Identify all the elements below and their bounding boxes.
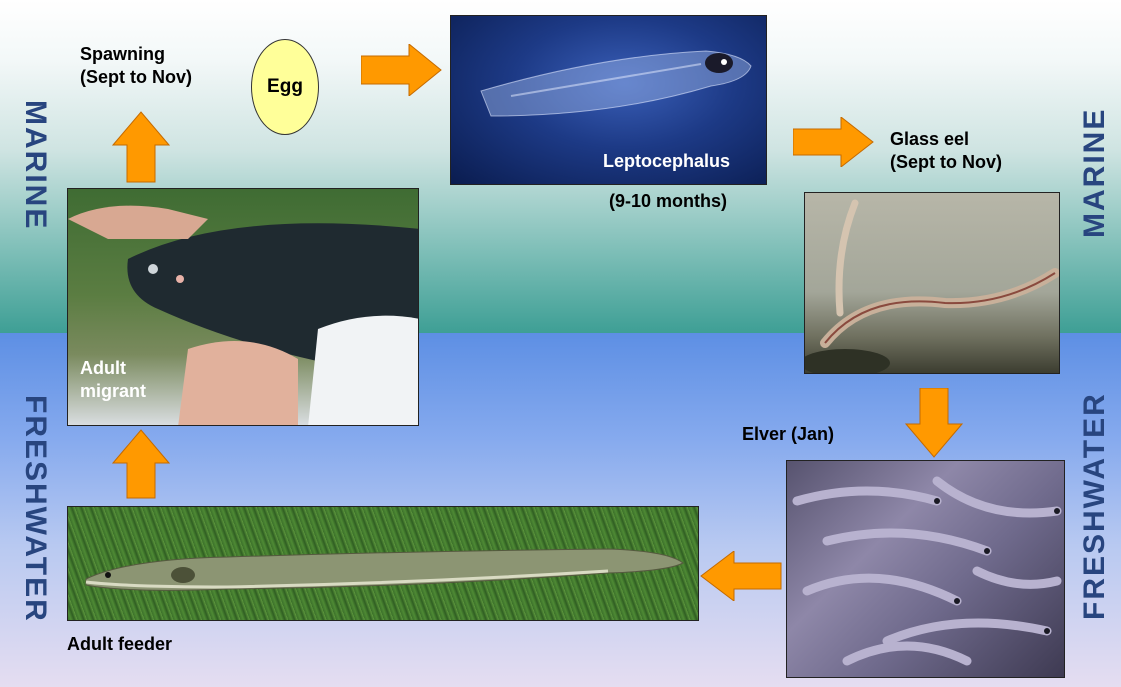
arrow-glass-eel-to-elver <box>905 388 963 458</box>
leptocephalus-duration-label: (9-10 months) <box>609 190 727 213</box>
glass-eel-photo <box>804 192 1060 374</box>
freshwater-label-left: FRESHWATER <box>20 395 50 605</box>
egg-label: Egg <box>267 76 303 98</box>
egg-shape: Egg <box>251 39 319 135</box>
arrow-migrant-to-spawning <box>112 111 170 183</box>
adult-feeder-illustration <box>68 507 699 621</box>
elver-label: Elver (Jan) <box>742 423 834 446</box>
freshwater-label-right: FRESHWATER <box>1080 400 1110 620</box>
glass-eel-label: Glass eel (Sept to Nov) <box>890 128 1002 173</box>
elver-illustration <box>787 461 1065 678</box>
glass-eel-illustration <box>805 193 1060 374</box>
marine-label-right: MARINE <box>1080 108 1110 238</box>
elver-photo <box>786 460 1065 678</box>
marine-label-left: MARINE <box>20 100 50 230</box>
leptocephalus-label: Leptocephalus <box>603 150 730 173</box>
arrow-elver-to-adult-feeder <box>700 551 782 601</box>
arrow-leptocephalus-to-glass-eel <box>793 117 875 167</box>
adult-feeder-photo <box>67 506 699 621</box>
adult-migrant-label: Adult migrant <box>80 357 146 402</box>
arrow-adult-feeder-to-migrant <box>112 429 170 499</box>
adult-feeder-label: Adult feeder <box>67 633 172 656</box>
arrow-egg-to-leptocephalus <box>361 44 443 96</box>
spawning-label: Spawning (Sept to Nov) <box>80 43 192 88</box>
